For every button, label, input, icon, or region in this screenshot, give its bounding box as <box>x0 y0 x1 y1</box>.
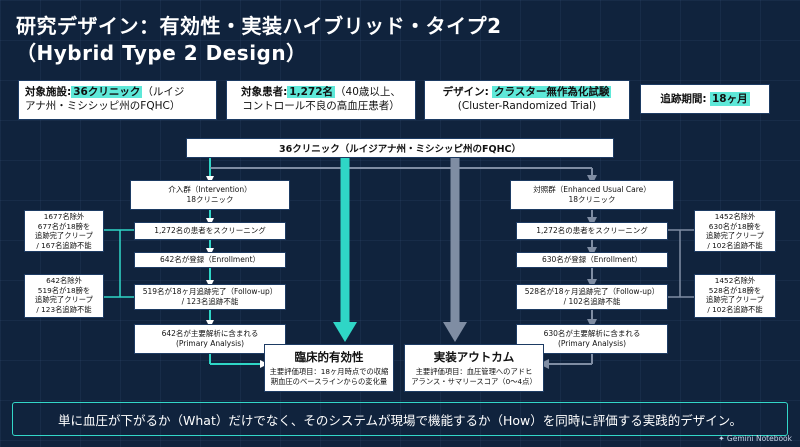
design-info: デザイン: クラスター無作為化試験 (Cluster-Randomized Tr… <box>424 80 630 120</box>
clinical-line2: 期血圧のベースラインからの変化量 <box>270 377 388 386</box>
clinical-effectiveness-box: 臨床的有効性 主要評価項目：18ヶ月時点での収縮 期血圧のベースラインからの変化… <box>264 344 394 392</box>
int-excl1-l3: 追跡完了クリープ <box>35 231 93 240</box>
control-head1: 対照群（Enhanced Usual Care） <box>533 185 651 194</box>
intervention-follow1: 519名が18ヶ月追跡完了（Follow-up） <box>142 287 278 296</box>
ctl-excl2-l4: / 102名追跡不能 <box>707 304 763 314</box>
design-label: デザイン: <box>442 86 489 98</box>
control-follow1: 528名が18ヶ月追跡完了（Follow-up） <box>524 287 660 296</box>
summary-text: 単に血圧が下がるか（What）だけでなく、そのシステムが現場で機能するか（How… <box>58 412 742 428</box>
int-excl2-l4: / 123名追跡不能 <box>36 304 92 314</box>
control-screen-text: 1,272名の患者をスクリーニング <box>536 226 648 235</box>
patients-line2: コントロール不良の高血圧患者） <box>242 100 400 112</box>
implementation-outcome-box: 実装アウトカム 主要評価項目：血圧管理へのアドヒ アランス・サマリースコア（0〜… <box>404 344 544 392</box>
ctl-excl1-l3: 追跡完了クリープ <box>706 231 764 240</box>
control-exclusion-1: 1452名除外 630名が18膀を 追跡完了クリープ / 102名追跡不能 <box>694 210 776 252</box>
control-screening: 1,272名の患者をスクリーニング <box>516 222 668 240</box>
followup-label: 追跡期間: <box>660 93 707 105</box>
intervention-head2: 18クリニック <box>186 195 234 204</box>
control-followup: 528名が18ヶ月追跡完了（Follow-up） / 102名追跡不能 <box>516 284 668 310</box>
ctl-excl1-l4: / 102名追跡不能 <box>707 240 763 250</box>
int-excl1-l2: 677名が18膀を <box>37 221 91 231</box>
control-enroll-text: 630名が登録（Enrollment） <box>541 255 643 264</box>
patients-value: 1,272名 <box>287 86 336 98</box>
intervention-enroll-text: 642名が登録（Enrollment） <box>159 255 261 264</box>
patients-info: 対象患者:1,272名（40歳以上、 コントロール不良の高血圧患者） <box>226 80 416 120</box>
design-value: クラスター無作為化試験 <box>492 86 612 98</box>
control-enrollment: 630名が登録（Enrollment） <box>516 252 668 268</box>
control-analysis1: 630名が主要解析に含まれる <box>543 329 641 338</box>
int-excl2-l3: 追跡完了クリープ <box>35 295 93 304</box>
patients-rest: （40歳以上、 <box>335 86 401 98</box>
ctl-excl2-l3: 追跡完了クリープ <box>706 295 764 304</box>
implementation-line1: 主要評価項目：血圧管理へのアドヒ <box>415 367 533 376</box>
intervention-head1: 介入群（Intervention） <box>168 185 252 194</box>
intervention-exclusion-1: 1677名除外 677名が18膀を 追跡完了クリープ / 167名追跡不能 <box>24 210 104 252</box>
ctl-excl1-l2: 630名が18膀を <box>708 221 762 231</box>
int-excl2-l2: 519名が18膀を <box>37 285 91 295</box>
clinical-heading: 臨床的有効性 <box>294 350 364 364</box>
int-excl1-l1: 1677名除外 <box>43 212 85 221</box>
top-clinics-box: 36クリニック（ルイジアナ州・ミシシッピ州のFQHC） <box>186 138 614 158</box>
facilities-label: 対象施設: <box>25 86 72 98</box>
ctl-excl2-l1: 1452名除外 <box>714 276 756 285</box>
intervention-screening: 1,272名の患者をスクリーニング <box>134 222 286 240</box>
facilities-info: 対象施設:36クリニック（ルイジ アナ州・ミシシッピ州のFQHC） <box>18 80 217 120</box>
facilities-line2: アナ州・ミシシッピ州のFQHC） <box>25 100 181 112</box>
intervention-screen-text: 1,272名の患者をスクリーニング <box>154 226 266 235</box>
design-line2: (Cluster-Randomized Trial) <box>457 100 597 112</box>
intervention-analysis: 642名が主要解析に含まれる (Primary Analysis) <box>134 324 286 354</box>
gemini-notebook-logo: ✦ Gemini Notebook <box>718 434 792 443</box>
facilities-rest: （ルイジ <box>142 86 185 98</box>
facilities-value: 36クリニック <box>71 86 143 98</box>
control-header: 対照群（Enhanced Usual Care） 18クリニック <box>510 180 674 210</box>
int-excl1-l4: / 167名追跡不能 <box>36 240 92 250</box>
intervention-analysis2: (Primary Analysis) <box>175 339 245 348</box>
ctl-excl2-l2: 528名が18膀を <box>708 285 762 295</box>
summary-banner: 単に血圧が下がるか（What）だけでなく、そのシステムが現場で機能するか（How… <box>12 402 788 436</box>
followup-info: 追跡期間: 18ヶ月 <box>640 84 770 114</box>
page-subtitle: （Hybrid Type 2 Design） <box>16 41 307 65</box>
control-exclusion-2: 1452名除外 528名が18膀を 追跡完了クリープ / 102名追跡不能 <box>694 274 776 318</box>
int-excl2-l1: 642名除外 <box>46 276 82 285</box>
control-follow2: / 102名追跡不能 <box>563 297 621 306</box>
control-head2: 18クリニック <box>568 195 616 204</box>
logo-text: Gemini Notebook <box>726 434 792 443</box>
control-analysis2: (Primary Analysis) <box>557 339 627 348</box>
intervention-header: 介入群（Intervention） 18クリニック <box>130 180 290 210</box>
clinical-line1: 主要評価項目：18ヶ月時点での収縮 <box>269 367 389 376</box>
followup-value: 18ヶ月 <box>709 92 750 106</box>
ctl-excl1-l1: 1452名除外 <box>714 212 756 221</box>
control-analysis: 630名が主要解析に含まれる (Primary Analysis) <box>516 324 668 354</box>
intervention-follow2: / 123名追跡不能 <box>181 297 239 306</box>
page-title: 研究デザイン：有効性・実装ハイブリッド・タイプ2 <box>16 14 502 38</box>
intervention-enrollment: 642名が登録（Enrollment） <box>134 252 286 268</box>
intervention-analysis1: 642名が主要解析に含まれる <box>161 329 259 338</box>
implementation-line2: アランス・サマリースコア（0〜4点） <box>411 377 537 386</box>
intervention-followup: 519名が18ヶ月追跡完了（Follow-up） / 123名追跡不能 <box>134 284 286 310</box>
implementation-heading: 実装アウトカム <box>433 350 515 364</box>
patients-label: 対象患者: <box>241 86 288 98</box>
intervention-exclusion-2: 642名除外 519名が18膀を 追跡完了クリープ / 123名追跡不能 <box>24 274 104 318</box>
